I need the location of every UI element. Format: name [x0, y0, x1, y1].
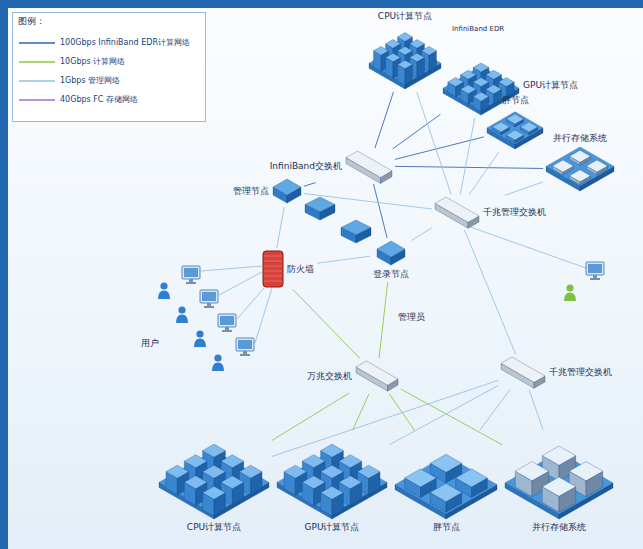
annotation-label: 管理员	[398, 312, 425, 323]
network-device: 胖节点	[394, 432, 498, 533]
network-device: 登录节点	[372, 240, 410, 280]
network-device: 管理节点	[232, 178, 302, 205]
device-icon	[442, 54, 520, 116]
device-label: 并行存储系统	[531, 522, 587, 533]
legend-line	[19, 78, 55, 84]
network-link	[304, 194, 432, 209]
device-label: 万兆交换机	[306, 371, 353, 382]
device-icon	[376, 240, 406, 267]
network-device: GPU计算节点	[442, 54, 579, 116]
device-label: 千兆管理交换机	[482, 207, 547, 218]
network-device: GPU计算节点	[276, 432, 388, 533]
legend-text: 10Gbps 计算网络	[60, 56, 125, 67]
device-label: CPU计算节点	[377, 11, 433, 22]
device-label: 登录节点	[372, 269, 410, 280]
legend-box: 100Gbps InfiniBand EDR计算网络 10Gbps 计算网络 1Gb…	[12, 12, 206, 122]
admin-person	[564, 284, 576, 301]
device-label: CPU计算节点	[186, 522, 242, 533]
device-icon	[434, 196, 480, 228]
network-link	[389, 394, 414, 431]
network-link	[272, 393, 350, 441]
network-link	[375, 92, 394, 148]
device-label: GPU计算节点	[522, 80, 579, 91]
network-link	[505, 182, 543, 195]
device-label: 防火墙	[286, 264, 315, 275]
legend-entry: 10Gbps 计算网络	[19, 56, 125, 67]
legend-entry: 100Gbps InfiniBand EDR计算网络	[19, 37, 190, 48]
device-icon	[545, 146, 615, 192]
legend-text: 40Gbps FC 存储网络	[60, 94, 138, 105]
network-device: CPU计算节点	[368, 11, 442, 90]
network-device: 并行存储系统	[504, 432, 614, 533]
network-link	[272, 380, 498, 456]
network-link	[390, 385, 498, 444]
legend-text: 100Gbps InfiniBand EDR计算网络	[60, 37, 190, 48]
network-link	[529, 390, 543, 430]
legend-line	[19, 40, 55, 46]
network-link	[464, 230, 515, 354]
network-link	[277, 207, 284, 248]
user-people	[158, 282, 224, 371]
network-link	[401, 389, 502, 445]
device-icon	[345, 150, 393, 182]
network-link	[293, 289, 360, 358]
network-link	[395, 166, 543, 168]
device-icon	[262, 250, 284, 288]
admin-computer	[586, 262, 604, 280]
network-device: 胖节点	[486, 95, 544, 150]
device-icon	[276, 432, 388, 520]
network-device: 并行存储系统	[545, 133, 615, 192]
device-icon	[272, 178, 302, 205]
network-device: 防火墙	[262, 250, 315, 288]
device-icon	[500, 356, 546, 388]
network-device: 用户	[140, 338, 160, 349]
legend-line	[19, 59, 55, 65]
network-link	[393, 114, 441, 148]
server-icons	[305, 197, 371, 243]
legend-text: 1Gbps 管理网络	[60, 75, 120, 86]
network-link	[480, 390, 510, 431]
device-label: 并行存储系统	[552, 133, 608, 144]
network-link	[379, 282, 388, 358]
device-label: 千兆管理交换机	[548, 367, 613, 378]
network-link	[317, 256, 370, 263]
network-link	[417, 92, 451, 194]
device-icon	[394, 432, 498, 520]
network-device: 千兆管理交换机	[434, 196, 547, 228]
network-link	[374, 184, 388, 238]
legend-entry: 1Gbps 管理网络	[19, 75, 120, 86]
network-device: CPU计算节点	[158, 432, 270, 533]
network-link	[412, 228, 433, 241]
device-icon	[504, 432, 614, 520]
network-device: InfiniBand交换机	[269, 150, 393, 182]
device-label: InfiniBand交换机	[269, 161, 343, 172]
device-label: 用户	[140, 338, 160, 349]
network-link	[460, 118, 474, 194]
user-wires	[201, 224, 586, 343]
device-icon	[158, 432, 270, 520]
device-label: GPU计算节点	[304, 522, 361, 533]
device-icon	[355, 360, 399, 392]
network-link	[304, 183, 316, 187]
annotation-label: InfiniBand EDR	[452, 25, 504, 33]
device-label: 胖节点	[501, 95, 530, 106]
legend-line	[19, 97, 55, 103]
legend-entry: 40Gbps FC 存储网络	[19, 94, 138, 105]
device-label: 胖节点	[432, 522, 461, 533]
device-icon	[486, 108, 544, 150]
device-label: 管理节点	[232, 186, 270, 197]
network-link	[469, 152, 499, 195]
device-icon	[368, 24, 442, 90]
network-device: 千兆管理交换机	[500, 356, 613, 388]
user-computers	[182, 266, 254, 356]
legend-title: 图例：	[18, 16, 45, 27]
network-device: 万兆交换机	[306, 360, 399, 392]
